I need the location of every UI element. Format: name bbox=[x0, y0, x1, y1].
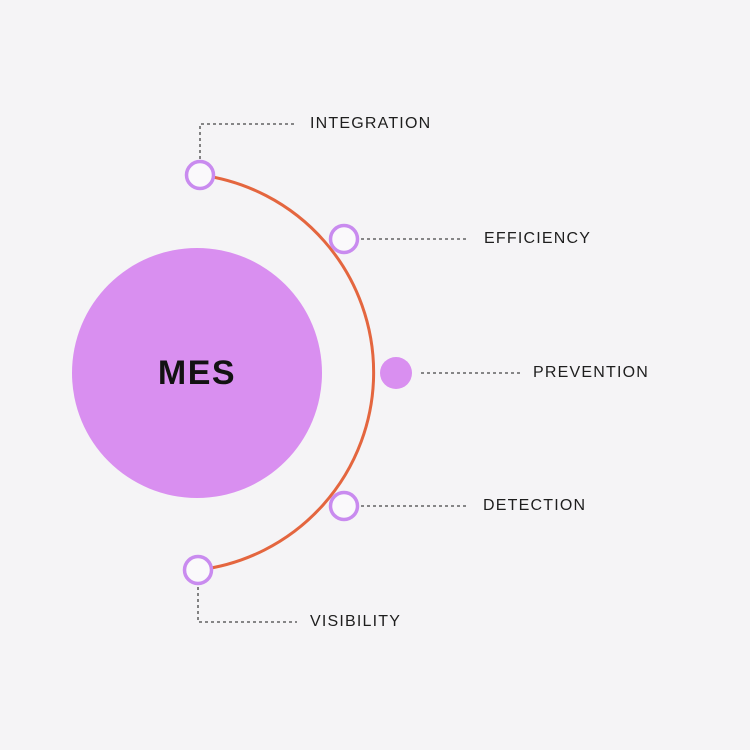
node-prevention-label: PREVENTION bbox=[533, 364, 650, 381]
node-efficiency-label: EFFICIENCY bbox=[484, 230, 592, 247]
connector-integration bbox=[199, 123, 297, 159]
node-integration-label: INTEGRATION bbox=[310, 115, 432, 132]
node-detection-marker bbox=[328, 490, 360, 522]
center-circle bbox=[72, 248, 322, 498]
node-visibility-marker bbox=[182, 554, 214, 586]
connector-visibility bbox=[197, 587, 297, 623]
node-detection-label: DETECTION bbox=[483, 497, 587, 514]
orbit-arc bbox=[196, 173, 376, 572]
diagram-title: MES bbox=[157, 354, 237, 392]
node-efficiency-marker bbox=[328, 223, 360, 255]
node-integration-marker bbox=[184, 159, 216, 191]
node-prevention-marker bbox=[380, 357, 412, 389]
node-visibility-label: VISIBILITY bbox=[310, 613, 402, 630]
